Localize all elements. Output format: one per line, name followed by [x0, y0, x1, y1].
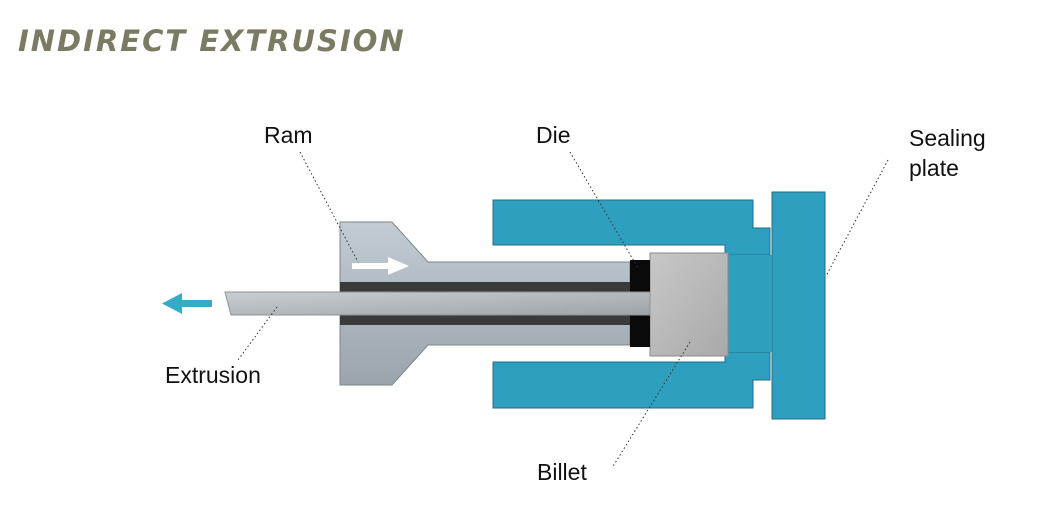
- sealing-plate-leader-line: [825, 159, 889, 277]
- ram-label: Ram: [264, 122, 313, 148]
- ram-bore-lower-edge: [340, 315, 630, 325]
- die-lower: [630, 315, 650, 347]
- sealing-plate-label-line2: plate: [909, 155, 959, 181]
- extrusion-leader-line: [237, 306, 278, 361]
- ram-direction-arrow: [352, 257, 409, 275]
- container: [492, 191, 826, 420]
- extrusion-label: Extrusion: [165, 362, 261, 388]
- ram-bore-upper-edge: [340, 282, 630, 292]
- sealing-plate-label-line1: Sealing: [909, 125, 986, 151]
- sealing-plate: [771, 191, 826, 420]
- container-back-face: [725, 255, 772, 352]
- page-title: INDIRECT EXTRUSION: [18, 24, 406, 58]
- die-upper: [630, 260, 650, 292]
- die-leader-line: [569, 151, 639, 269]
- extrusion-direction-arrow: [162, 293, 212, 314]
- ram-leader-line: [299, 151, 359, 263]
- die-label: Die: [536, 122, 571, 148]
- extrusion-product: [224, 291, 651, 316]
- billet: [649, 252, 729, 357]
- container-upper-wall: [492, 199, 771, 256]
- billet-leader-line: [611, 341, 691, 469]
- container-lower-wall: [492, 351, 771, 409]
- billet-label: Billet: [537, 459, 587, 485]
